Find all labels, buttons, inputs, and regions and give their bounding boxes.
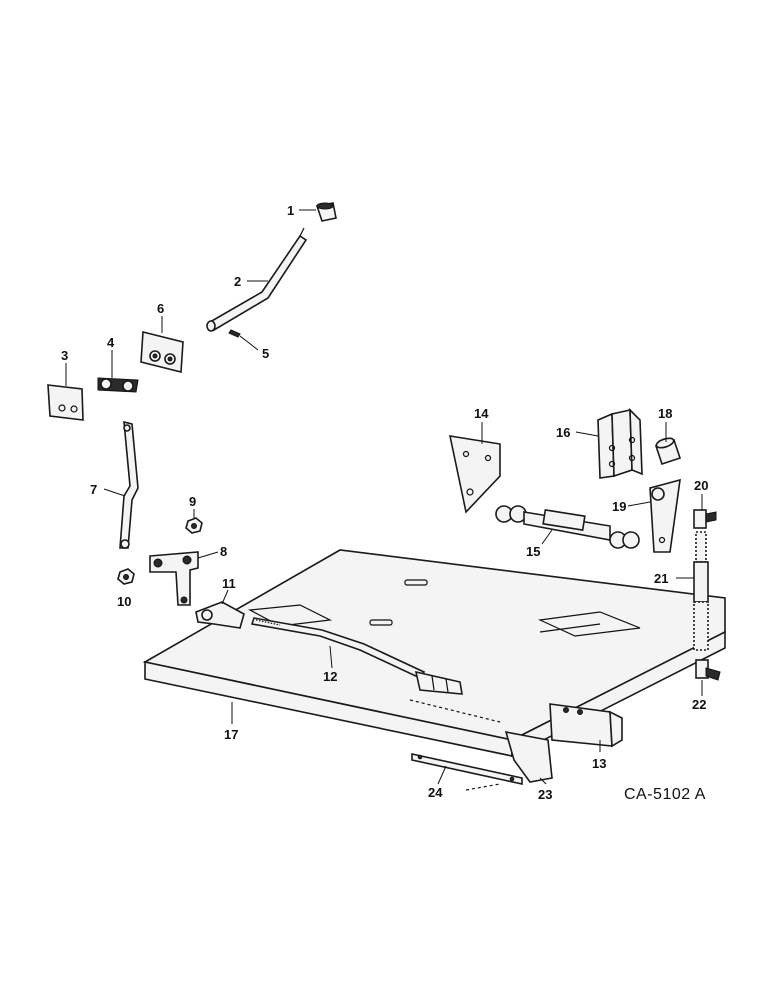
mounting-plate-upper (140, 330, 184, 374)
link-bar (119, 420, 139, 549)
callout-21: 21 (654, 571, 668, 586)
callout-11: 11 (222, 576, 236, 591)
bell-crank (149, 551, 199, 606)
callout-15: 15 (526, 544, 540, 559)
control-rod (250, 617, 463, 695)
callout-23: 23 (538, 787, 552, 802)
mounting-box (549, 703, 623, 748)
callout-4: 4 (107, 335, 115, 350)
elbow-fitting-upper (693, 509, 717, 529)
callout-14: 14 (474, 406, 489, 421)
mounting-plate-left (47, 384, 84, 421)
callout-2: 2 (234, 274, 241, 289)
nut-lower (117, 568, 135, 585)
hydraulic-tube (693, 531, 709, 651)
callout-19: 19 (612, 499, 626, 514)
callout-18: 18 (658, 406, 672, 421)
callout-20: 20 (694, 478, 708, 493)
diagram-reference-code: CA-5102 A (624, 786, 706, 803)
strap (411, 753, 523, 791)
callout-9: 9 (189, 494, 196, 509)
callout-8: 8 (220, 544, 227, 559)
shift-lever (206, 227, 308, 332)
callout-13: 13 (592, 756, 606, 771)
callout-6: 6 (157, 301, 164, 316)
clevis (195, 601, 245, 629)
nut-upper (185, 517, 203, 534)
callout-12: 12 (323, 669, 337, 684)
corner-bracket (504, 730, 553, 783)
callout-10: 10 (117, 594, 131, 609)
callout-7: 7 (90, 482, 97, 497)
callout-16: 16 (556, 425, 570, 440)
pivot-bracket (97, 377, 139, 393)
callout-labels: 1 2 3 4 5 6 7 8 9 10 11 12 13 14 15 16 1… (61, 203, 708, 802)
knob (315, 202, 337, 222)
bracket-plate (448, 435, 501, 514)
callout-5: 5 (262, 346, 269, 361)
callout-17: 17 (224, 727, 238, 742)
elbow-fitting-lower (695, 659, 721, 681)
callout-22: 22 (692, 697, 706, 712)
turnbuckle (495, 505, 640, 549)
callout-1: 1 (287, 203, 294, 218)
pin (228, 329, 241, 338)
angle-bracket (649, 478, 681, 553)
callout-3: 3 (61, 348, 68, 363)
leader-lines (65, 209, 703, 785)
u-bracket (597, 408, 643, 479)
callout-24: 24 (428, 785, 443, 800)
bushing (654, 437, 682, 466)
